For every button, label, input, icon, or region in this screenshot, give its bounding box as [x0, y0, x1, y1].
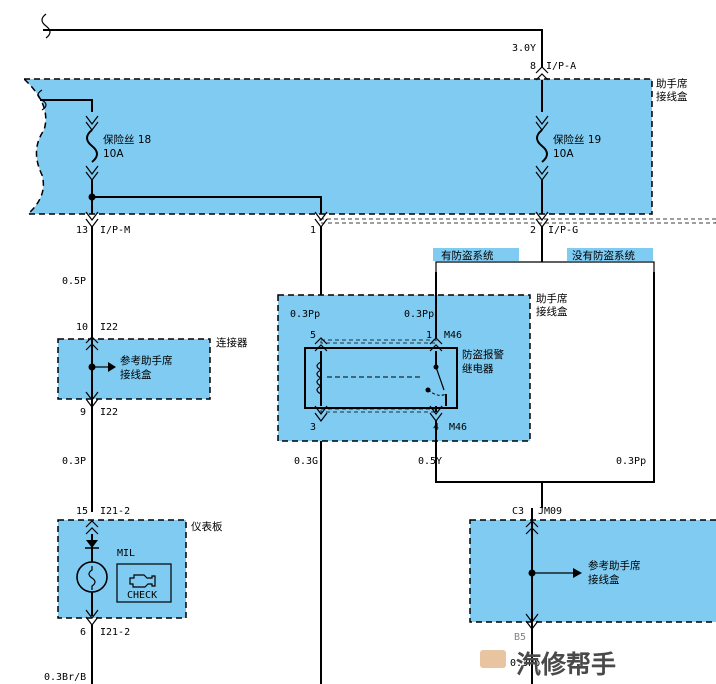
supply-connector: I/P-A	[546, 61, 576, 72]
jm09-pin: C3	[512, 506, 524, 517]
engine-icon	[129, 574, 156, 588]
connector-box-ref-2: 接线盒	[120, 368, 152, 381]
wire-03pp-label: 0.3Pp	[616, 456, 646, 467]
relay-switch-arm	[435, 366, 445, 391]
relay-box-title-2: 接线盒	[536, 305, 568, 318]
junction-box-top-title-1: 助手席	[656, 77, 688, 90]
supply-pin: 8	[530, 61, 536, 72]
anti-theft-relay	[304, 347, 458, 409]
connector-box-ref-1: 参考助手席	[120, 354, 173, 367]
pin-13: 13	[76, 225, 88, 236]
cluster-bottom-conn: I21-2	[100, 627, 130, 638]
diode-icon	[86, 540, 98, 548]
connector-box	[57, 338, 211, 400]
jm09-ref-1: 参考助手席	[588, 559, 641, 572]
fuse19-rating: 10A	[553, 148, 574, 160]
wire-05p-label: 0.5P	[62, 276, 86, 287]
relay-name-1: 防盗报警	[462, 348, 504, 361]
relay-pin-5: 5	[310, 330, 316, 341]
conn-ip-m: I/P-M	[100, 225, 130, 236]
supply-wire	[43, 29, 543, 68]
conn-ip-g: I/P-G	[548, 225, 578, 236]
fuse18-rating: 10A	[103, 148, 124, 160]
junction-box-top	[22, 78, 653, 215]
wire-05y-label: 0.5Y	[418, 456, 442, 467]
pin-1: 1	[310, 225, 316, 236]
option-with-label: 有防盗系统	[441, 249, 494, 262]
jm09-ref-2: 接线盒	[588, 573, 620, 586]
check-label: CHECK	[127, 590, 157, 601]
i22-top-conn: I22	[100, 322, 118, 333]
fuse18-branch-wire	[92, 196, 322, 214]
arrow-right-icon	[108, 362, 116, 372]
option-branch	[435, 261, 655, 272]
relay-conn-top: M46	[444, 330, 462, 341]
relay-conn-outline	[320, 408, 437, 413]
cluster-top-conn: I21-2	[100, 506, 130, 517]
check-engine-indicator	[116, 563, 172, 603]
watermark-text: 汽修帮手	[516, 650, 616, 679]
lamp-filament	[88, 566, 96, 590]
arrow-right-icon	[573, 568, 582, 578]
i22-bottom-pin: 9	[80, 407, 86, 418]
jm09-junction-box	[469, 519, 716, 623]
option-without-label: 没有防盗系统	[572, 249, 635, 262]
relay-pin-3: 3	[310, 422, 316, 433]
i22-bottom-conn: I22	[100, 407, 118, 418]
relay-wire-right: 0.3Pp	[404, 309, 434, 320]
pin-arrow-icon	[525, 613, 539, 630]
relay-conn-bottom: M46	[449, 422, 467, 433]
connector-outline	[319, 218, 716, 224]
mil-label: MIL	[117, 548, 135, 559]
fuse18-name: 保险丝 18	[103, 133, 151, 146]
merge-wire	[435, 272, 655, 483]
cluster-bottom-pin: 6	[80, 627, 86, 638]
relay-wire-left: 0.3Pp	[290, 309, 320, 320]
wire-bottom-label: 0.3Br/B	[44, 672, 86, 683]
relay-contact-path	[427, 389, 447, 396]
jm09-conn: JM09	[538, 506, 562, 517]
i22-top-pin: 10	[76, 322, 88, 333]
jm09-bottom-wire: 0.3Pp	[510, 658, 540, 669]
relay-coil-icon	[316, 361, 323, 395]
pin-2: 2	[530, 225, 536, 236]
relay-pin-1: 1	[426, 330, 432, 341]
relay-conn-outline	[320, 339, 437, 344]
wire-break-icon	[41, 13, 51, 39]
option-with-badge	[433, 248, 519, 261]
instrument-cluster-box	[57, 519, 187, 619]
wire-03g-label: 0.3G	[294, 456, 318, 467]
pin-arrow-icon	[85, 391, 99, 408]
fuse19-name: 保险丝 19	[553, 133, 601, 146]
pin-arrow-icon	[85, 520, 99, 535]
cluster-title: 仪表板	[191, 520, 223, 533]
junction-box-top-title-2: 接线盒	[656, 90, 688, 103]
option-without-badge	[567, 248, 653, 261]
relay-box-title-1: 助手席	[536, 292, 568, 305]
jm09-bottom-pin: B5	[514, 632, 526, 643]
fuse18-feed	[40, 99, 93, 112]
connector-box-title: 连接器	[216, 336, 248, 349]
supply-wire-size: 3.0Y	[512, 43, 536, 54]
relay-name-2: 继电器	[462, 362, 494, 375]
car-logo-icon	[480, 650, 506, 668]
cluster-top-pin: 15	[76, 506, 88, 517]
fuse-19	[535, 66, 549, 214]
wire-03p-label: 0.3P	[62, 456, 86, 467]
fuse-18	[85, 115, 99, 214]
watermark: 汽修帮手	[480, 650, 616, 679]
